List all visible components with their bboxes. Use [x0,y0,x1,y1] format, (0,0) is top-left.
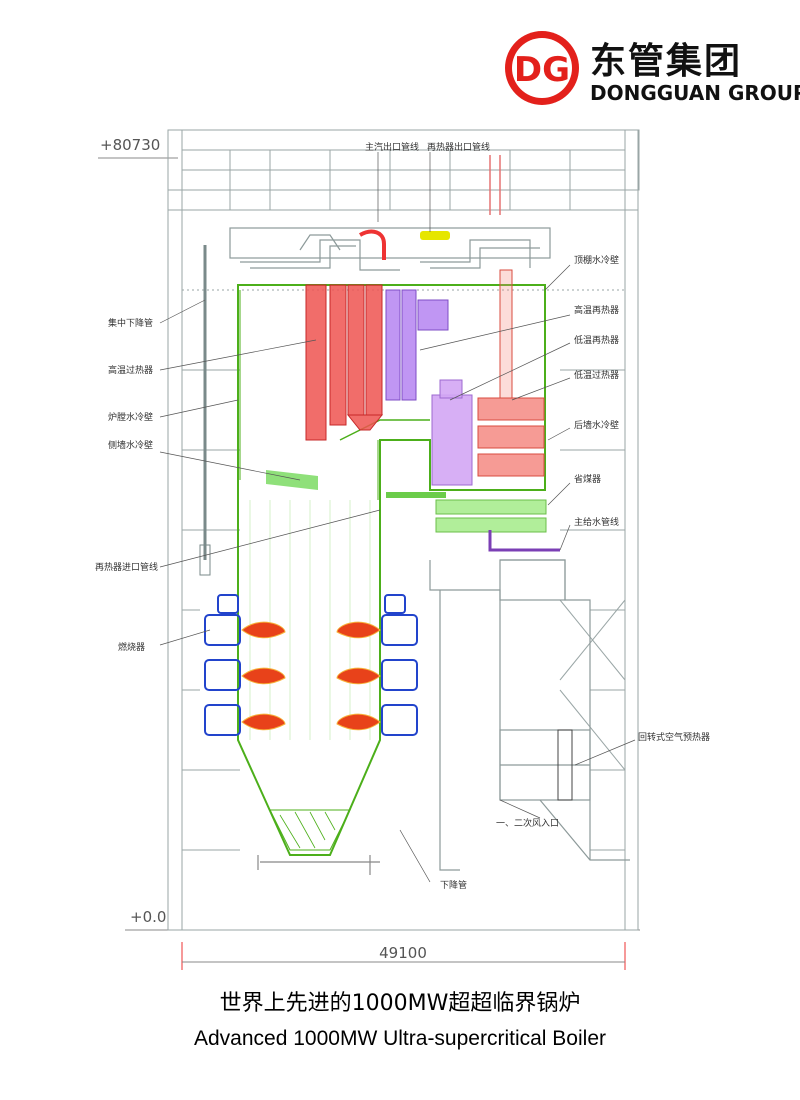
label-reheater-inlet: 再热器进口管线 [95,561,158,573]
width-dimension [181,942,626,970]
label-economizer: 省煤器 [574,473,601,485]
elevation-top: +80730 [100,136,160,154]
label-main-steam-outlet: 主汽出口管线 [365,141,419,153]
width-value: 49100 [379,944,427,962]
label-air-inlet: 一、二次风入口 [496,817,559,829]
label-side-wall: 侧墙水冷壁 [108,439,153,451]
reheater-outlet-pipe [420,231,450,240]
furnace-nose [339,419,430,441]
logo-letters: DG [514,50,570,90]
burner-flames [241,621,381,731]
furnace-wall [237,284,546,856]
bottom-pipes [257,855,380,875]
ash-hopper [269,809,351,851]
company-logo: DG [505,31,579,105]
leader-lines [159,152,636,883]
elevation-bottom: +0.0 [130,908,166,926]
label-downcomer: 下降管 [440,879,467,891]
central-downcomer-tank [199,544,211,576]
side-wall-section [266,470,318,490]
main-steam-outlet-pipe [358,229,386,260]
label-central-downcomer: 集中下降管 [108,317,153,329]
flue-duct [429,559,630,871]
label-low-temp-superheater: 低温过热器 [574,369,619,381]
label-furnace-wall: 炉膛水冷壁 [108,411,153,423]
label-high-temp-reheater: 高温再热器 [574,304,619,316]
label-air-preheater: 回转式空气预热器 [638,731,710,743]
air-preheater-rotor [557,729,573,801]
economizer [435,499,547,533]
low-temp-superheater [477,269,545,477]
logo-inner-ring [512,38,572,98]
reheater-inlet-pipe [386,492,446,498]
burners-left [204,594,241,736]
brand-name-en: DONGGUAN GROUP [590,81,800,105]
furnace-tube-grid [249,500,371,740]
caption-zh: 世界上先进的1000MW超超临界锅炉 [219,991,581,1016]
reheater-outlet-vertical [489,155,501,215]
feedwater-pipe [488,530,560,552]
low-temp-reheater [431,379,473,486]
label-low-temp-reheater: 低温再热器 [574,334,619,346]
label-burner: 燃烧器 [118,641,145,653]
label-feedwater: 主给水管线 [574,516,619,528]
label-rear-wall: 后墙水冷壁 [574,419,619,431]
high-temp-reheater [385,289,449,401]
label-reheater-outlet: 再热器出口管线 [427,141,490,153]
burners-right [381,594,418,736]
label-roof-wall: 顶棚水冷壁 [574,254,619,266]
caption-en: Advanced 1000MW Ultra-supercritical Boil… [194,1027,606,1050]
high-temp-superheater [305,284,384,441]
label-high-temp-superheater: 高温过热器 [108,364,153,376]
brand-name-zh: 东管集团 [590,41,742,82]
roof-piping [229,227,551,271]
side-wall-inner [239,290,379,500]
